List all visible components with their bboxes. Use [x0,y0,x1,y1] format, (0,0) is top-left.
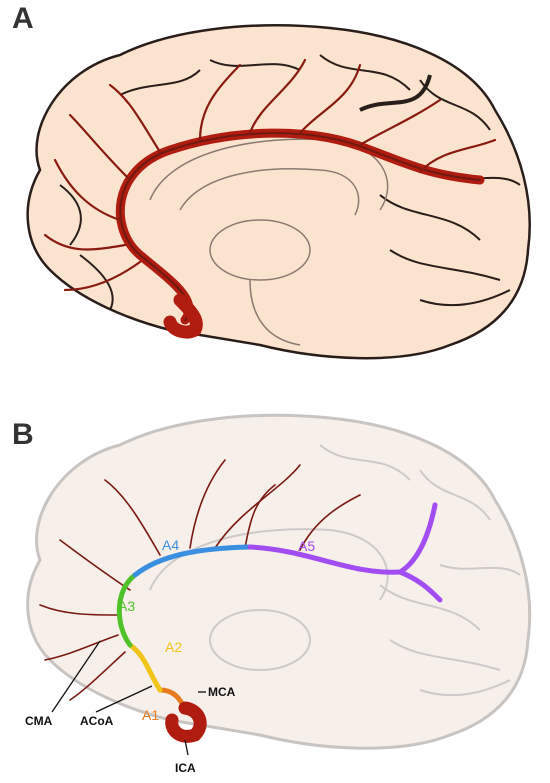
brain-hemisphere-b [26,413,532,750]
aca-segments-b [116,502,443,711]
label-ica: ICA [175,761,196,775]
label-a4: A4 [162,537,179,553]
segment-a2 [127,642,163,693]
panel-a-brain-illustration [26,24,531,360]
segment-a4 [132,544,253,578]
label-cma: CMA [25,714,53,728]
brain-outline-b [26,413,532,750]
panel-b-segment-diagram: A1 A2 A3 A4 A5 CMA ACoA MCA ICA [25,413,532,775]
brain-hemisphere-a [26,24,531,360]
label-mca: MCA [208,685,236,699]
label-a5: A5 [298,538,315,554]
label-a1: A1 [142,707,159,723]
label-acoa: ACoA [80,714,114,728]
segment-a3 [116,572,138,648]
panel-label-a: A [12,2,34,35]
segment-a5 [247,502,443,603]
label-a2: A2 [165,639,182,655]
branch-arteries-b [39,459,361,701]
brain-outline-a [26,24,531,360]
callout-lines [51,640,206,756]
ica-vessel [165,701,207,743]
panel-label-b: B [12,418,34,451]
aca-artery-tree-a [43,58,497,339]
label-a3: A3 [118,598,135,614]
